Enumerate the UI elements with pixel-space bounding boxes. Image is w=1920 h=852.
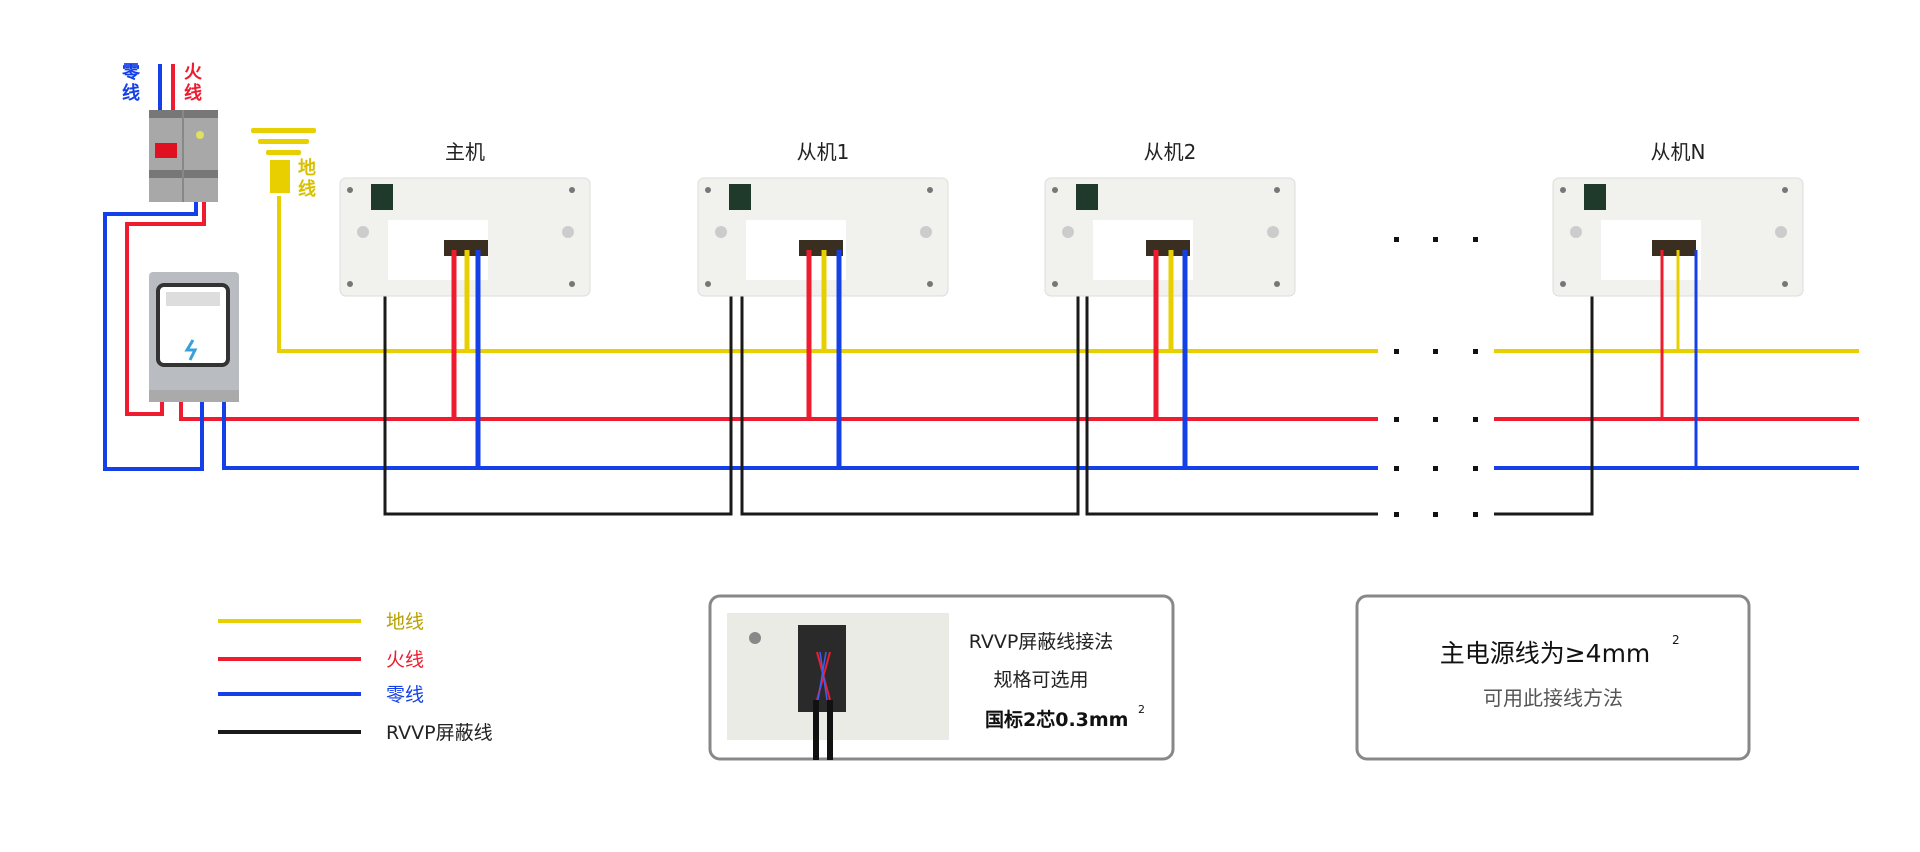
power-note-box: 主电源线为≥4mm 2 可用此接线方法 xyxy=(1355,594,1751,761)
unit-label: 从机1 xyxy=(797,140,850,164)
ground-symbol-icon xyxy=(251,128,316,193)
svg-text:零: 零 xyxy=(121,62,141,83)
svg-text:线: 线 xyxy=(298,178,316,200)
unit-label: 从机2 xyxy=(1144,140,1197,164)
electric-meter xyxy=(149,272,239,402)
svg-text:火: 火 xyxy=(184,62,203,83)
svg-text:地: 地 xyxy=(298,157,316,179)
power-note-line1: 主电源线为≥4mm xyxy=(1440,639,1651,668)
unit-label: 从机N xyxy=(1651,140,1706,164)
unit-1: 从机1 xyxy=(697,140,949,468)
svg-text:线: 线 xyxy=(122,82,140,104)
rvvp-note-box: RVVP屏蔽线接法 规格可选用 国标2芯0.3mm 2 xyxy=(708,594,1175,761)
live-label: 火 线 xyxy=(184,62,203,104)
shield-connector xyxy=(371,184,393,210)
circuit-breaker xyxy=(149,110,218,202)
rvvp-note-line2: 规格可选用 xyxy=(993,669,1088,691)
rvvp-note-line1: RVVP屏蔽线接法 xyxy=(969,631,1114,653)
unit-3: 从机N xyxy=(1552,140,1804,468)
legend-neutral: 零线 xyxy=(386,684,424,706)
ellipsis xyxy=(1394,237,1478,517)
unit-2: 从机2 xyxy=(1044,140,1296,468)
shield-connector xyxy=(1076,184,1098,210)
rvvp-note-line3: 国标2芯0.3mm xyxy=(985,708,1128,731)
shield-connector xyxy=(729,184,751,210)
feed-wires xyxy=(103,196,1859,516)
legend: 地线 火线 零线 RVVP屏蔽线 xyxy=(218,611,493,744)
unit-label: 主机 xyxy=(445,140,485,164)
shield-connector xyxy=(1584,184,1606,210)
unit-0: 主机 xyxy=(339,140,591,468)
legend-shield: RVVP屏蔽线 xyxy=(386,722,493,744)
legend-ground: 地线 xyxy=(386,611,424,633)
ground-label: 地 线 xyxy=(298,157,316,200)
power-terminal xyxy=(799,240,843,256)
power-terminal xyxy=(1652,240,1696,256)
rvvp-note-sup: 2 xyxy=(1138,703,1145,716)
power-note-sup: 2 xyxy=(1672,633,1680,647)
legend-live: 火线 xyxy=(386,649,424,671)
neutral-label: 零 线 xyxy=(121,62,141,104)
svg-text:线: 线 xyxy=(184,82,202,104)
power-note-line2: 可用此接线方法 xyxy=(1483,686,1623,710)
